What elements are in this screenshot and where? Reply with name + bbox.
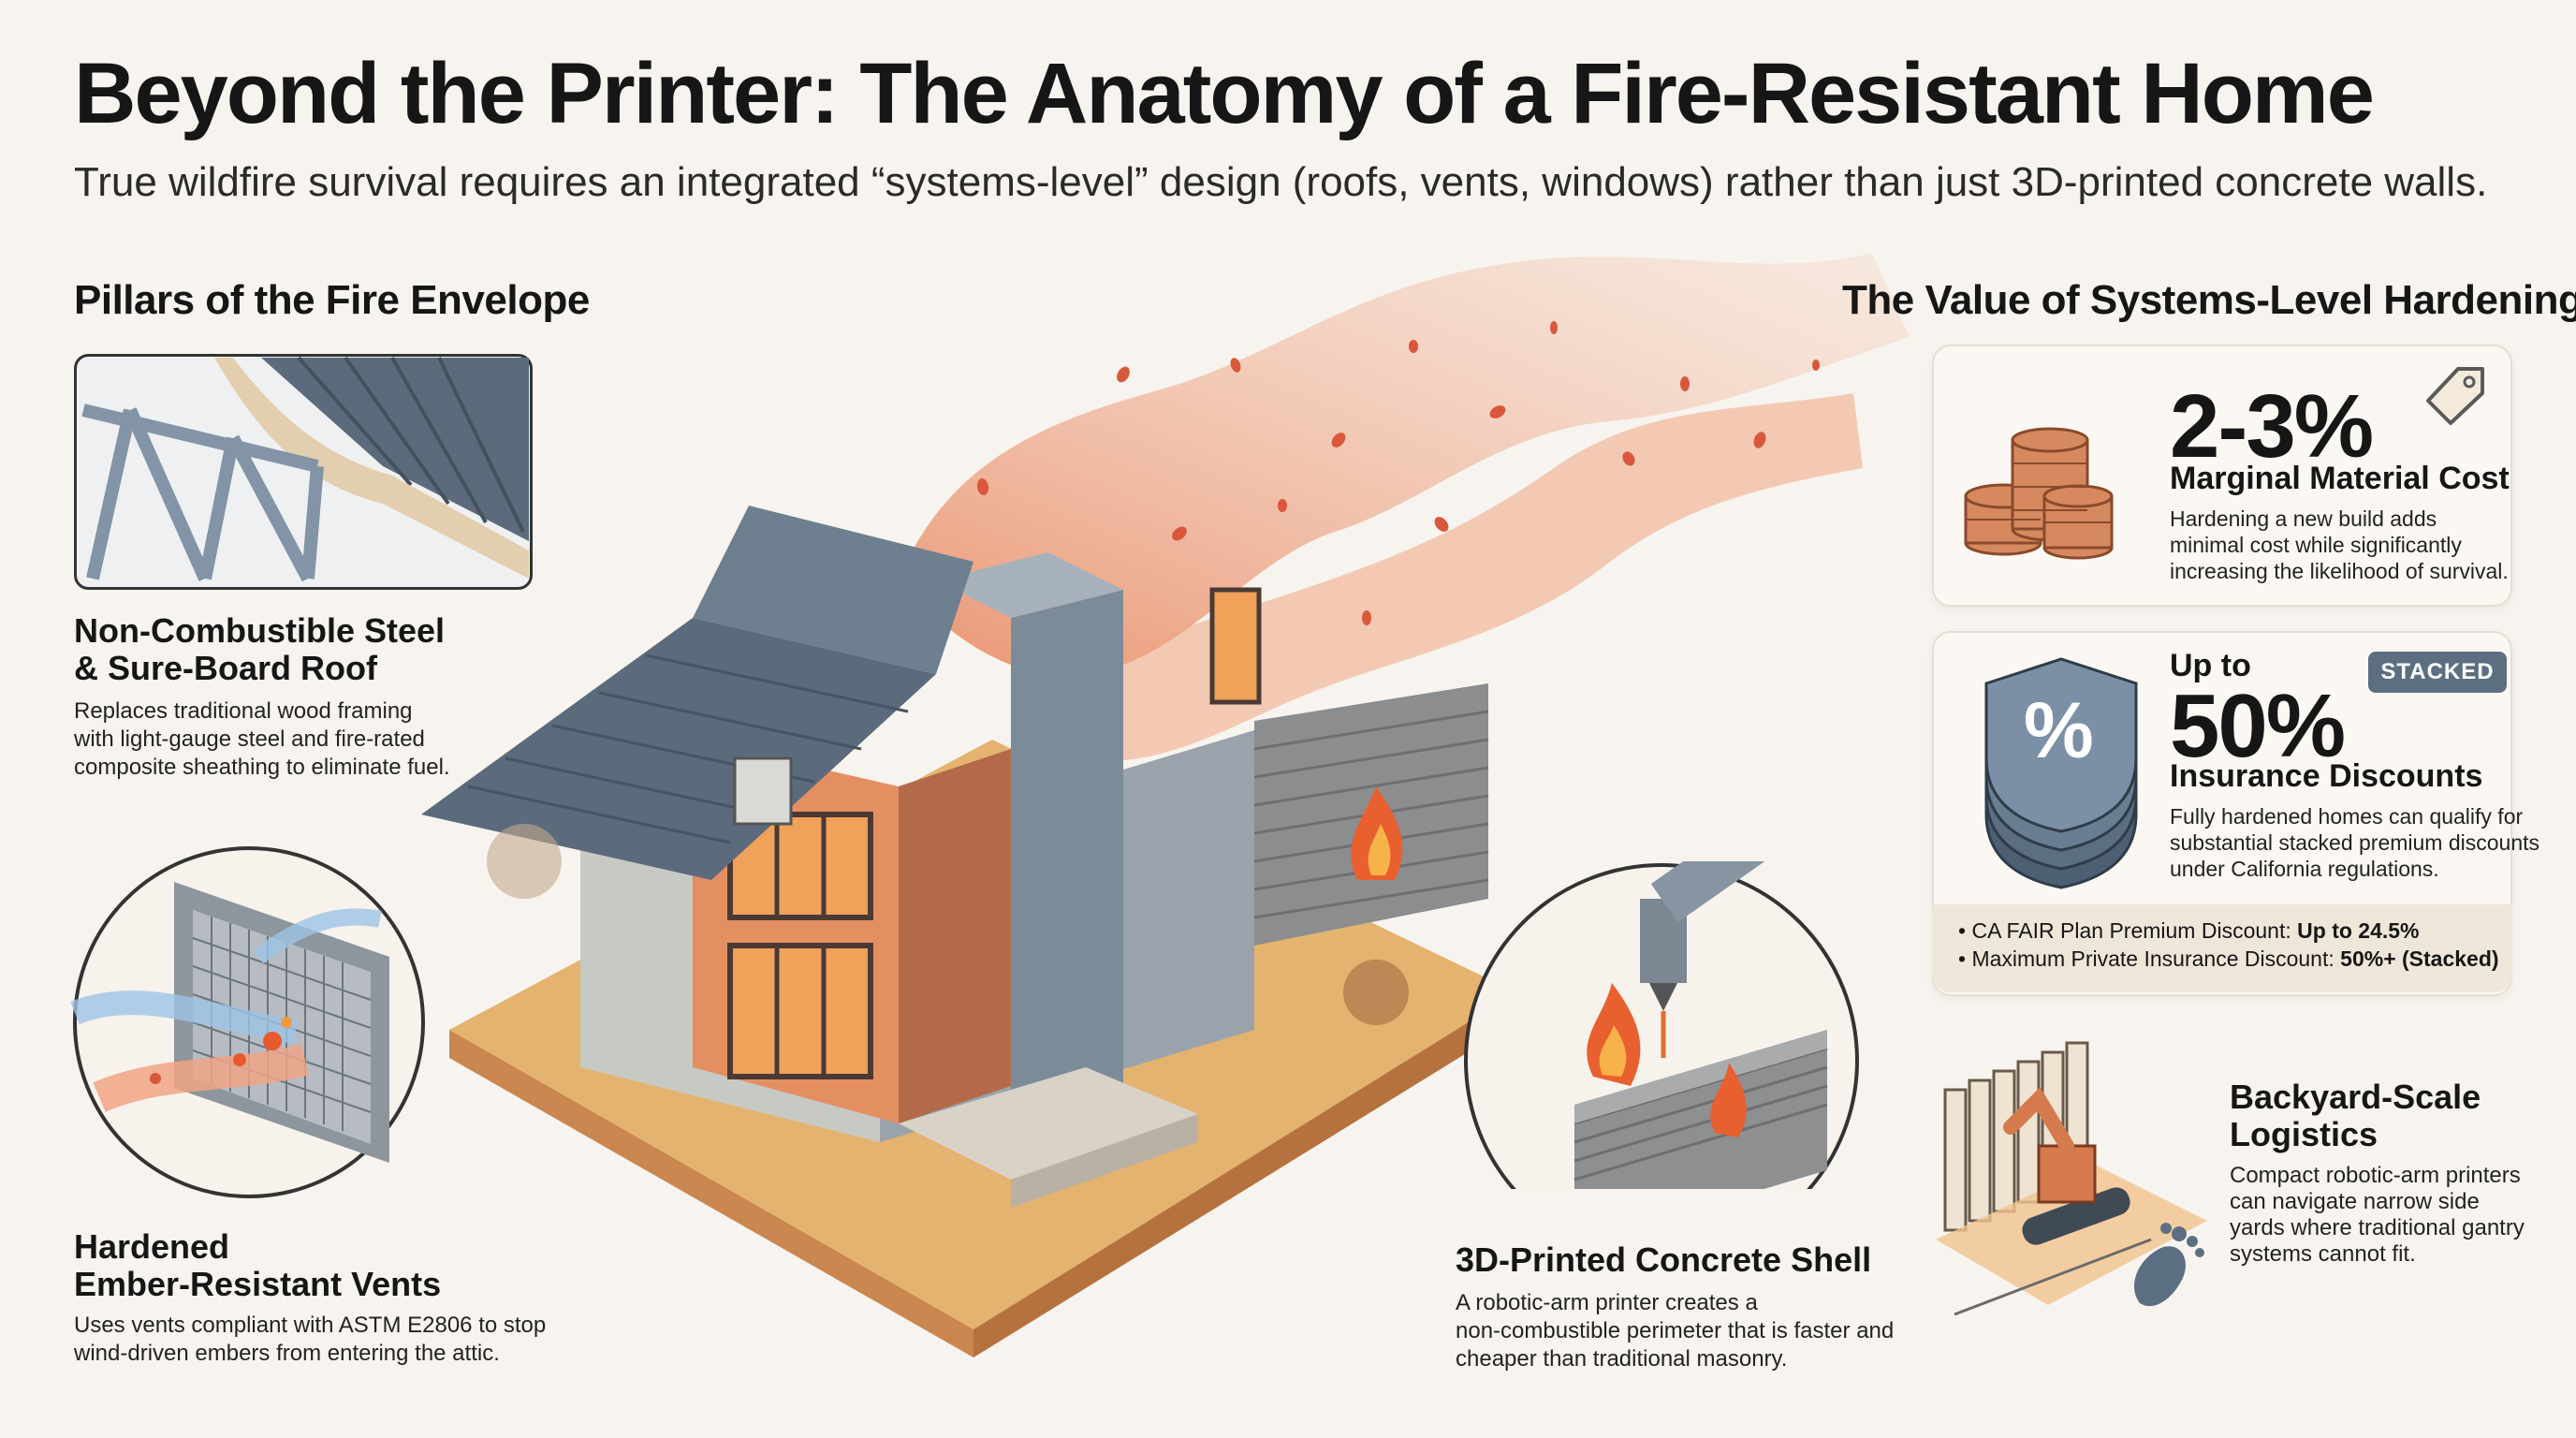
vents-desc-line2: wind-driven embers from entering the att…	[74, 1341, 500, 1366]
vents-desc-line1: Uses vents compliant with ASTM E2806 to …	[74, 1313, 547, 1338]
price-tag-icon	[2426, 367, 2484, 425]
logistics-desc-line1: Compact robotic-arm printers	[2230, 1163, 2521, 1188]
roof-desc-line2: with light-gauge steel and fire-rated	[74, 726, 425, 752]
printed-concrete-shell-illustration	[1464, 861, 1859, 1189]
logistics-desc-line4: systems cannot fit.	[2230, 1241, 2416, 1267]
logistics-desc-line3: yards where traditional gantry	[2230, 1215, 2525, 1240]
stacked-badge: STACKED	[2368, 652, 2507, 693]
cost-desc-line3: increasing the likelihood of survival.	[2170, 559, 2509, 583]
insurance-desc-line2: substantial stacked premium discounts	[2170, 830, 2540, 855]
insurance-label: Insurance Discounts	[2170, 758, 2483, 794]
footprint-icon	[2134, 1223, 2204, 1307]
ember-vent-illustration	[71, 846, 425, 1198]
bullet-private-insurance: • Maximum Private Insurance Discount: 50…	[1958, 946, 2499, 971]
logistics-title-line2: Logistics	[2230, 1115, 2378, 1153]
roof-desc-line3: composite sheathing to eliminate fuel.	[74, 755, 450, 780]
page-title: Beyond the Printer: The Anatomy of a Fir…	[74, 46, 2375, 141]
shell-desc-line1: A robotic-arm printer creates a	[1456, 1290, 1758, 1315]
percent-shield-icon	[1984, 657, 2138, 889]
insurance-prefix: Up to	[2170, 648, 2251, 683]
insurance-value: 50%	[2170, 676, 2346, 776]
fire-resistant-house-illustration	[421, 506, 1516, 1357]
shield-percent-symbol: %	[2024, 686, 2094, 774]
insurance-desc-line3: under California regulations.	[2170, 857, 2439, 881]
cost-label: Marginal Material Cost	[2170, 461, 2510, 496]
roof-title-line1: Non-Combustible Steel	[74, 611, 446, 650]
insurance-desc-line1: Fully hardened homes can qualify for	[2170, 804, 2524, 829]
page-subtitle: True wildfire survival requires an integ…	[74, 159, 2488, 205]
steel-roof-illustration	[74, 354, 533, 590]
vents-title-line1: Hardened	[74, 1227, 230, 1266]
shell-title: 3D-Printed Concrete Shell	[1456, 1240, 1872, 1279]
roof-title-line2: & Sure-Board Roof	[74, 649, 377, 687]
roof-desc-line1: Replaces traditional wood framing	[74, 698, 413, 724]
logistics-desc-line2: can navigate narrow side	[2230, 1189, 2480, 1214]
coin-stack-icon	[1964, 427, 2114, 560]
shell-desc-line2: non-combustible perimeter that is faster…	[1456, 1318, 1895, 1343]
vents-title-line2: Ember-Resistant Vents	[74, 1265, 442, 1303]
bullet-fair-plan: • CA FAIR Plan Premium Discount: Up to 2…	[1958, 918, 2420, 943]
value-heading: The Value of Systems-Level Hardening	[1842, 277, 2576, 323]
cost-desc-line1: Hardening a new build adds	[2170, 506, 2437, 531]
logistics-title-line1: Backyard-Scale	[2230, 1078, 2481, 1116]
shell-desc-line3: cheaper than traditional masonry.	[1456, 1346, 1788, 1372]
backyard-printer-illustration	[1936, 1041, 2207, 1316]
insurance-bullets	[1932, 904, 2512, 992]
cost-desc-line2: minimal cost while significantly	[2170, 533, 2462, 557]
cost-value: 2-3%	[2170, 376, 2374, 477]
pillars-heading: Pillars of the Fire Envelope	[74, 277, 590, 323]
